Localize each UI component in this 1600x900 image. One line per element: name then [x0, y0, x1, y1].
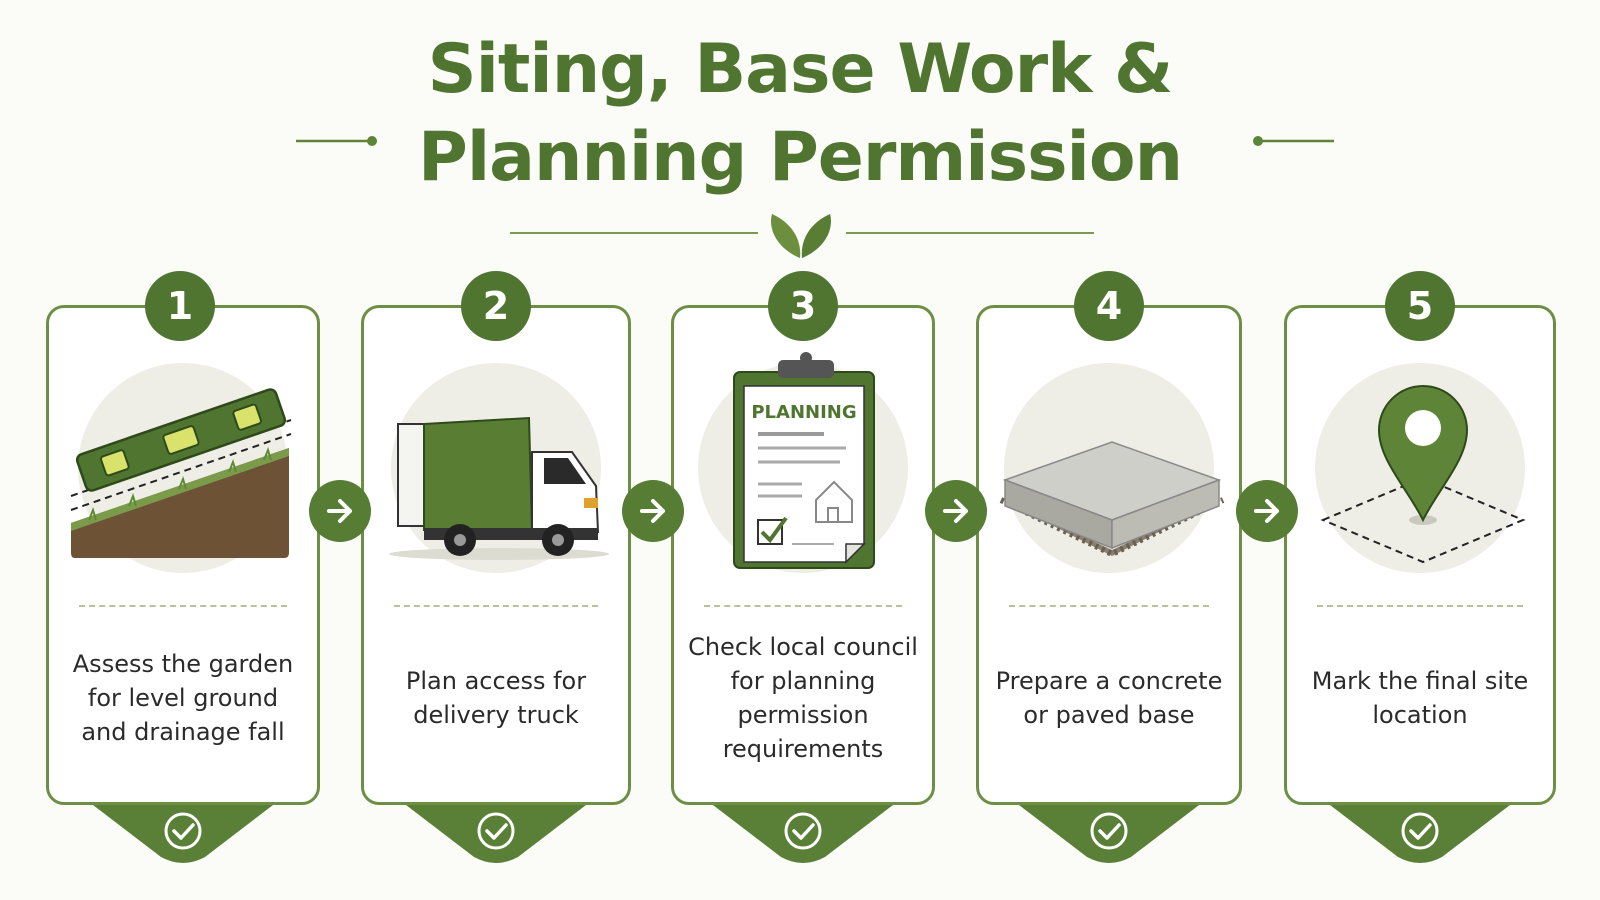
leaf-icon	[771, 214, 831, 258]
divider	[1317, 605, 1523, 607]
page-title-line-1: Siting, Base Work &	[427, 30, 1174, 109]
check-circle-icon	[1019, 805, 1199, 863]
step-card-3: PLANNING Check local council for plannin…	[671, 305, 935, 805]
divider	[704, 605, 902, 607]
check-circle-icon	[713, 805, 893, 863]
step-text: Assess the garden for level ground and d…	[72, 650, 294, 746]
step-number-badge-1: 1	[145, 271, 215, 341]
planning-clipboard-icon: PLANNING	[733, 352, 875, 569]
arrow-right-icon	[622, 480, 684, 542]
step-text: Prepare a concrete or paved base	[995, 667, 1223, 729]
step-number-badge-5: 5	[1385, 271, 1455, 341]
spirit-level-icon	[70, 388, 292, 558]
step-number-badge-2: 2	[461, 271, 531, 341]
check-circle-icon	[1330, 805, 1510, 863]
concrete-base-icon	[999, 441, 1225, 558]
location-pin-icon	[1320, 385, 1526, 564]
step-text: Check local council for planning permiss…	[688, 633, 918, 763]
divider	[1009, 605, 1209, 607]
arrow-right-icon	[309, 480, 371, 542]
step-card-2: Plan access for delivery truck	[361, 305, 631, 805]
step-number-badge-3: 3	[768, 271, 838, 341]
arrow-right-icon	[925, 480, 987, 542]
check-circle-icon	[406, 805, 586, 863]
divider	[394, 605, 598, 607]
step-card-1: Assess the garden for level ground and d…	[46, 305, 320, 805]
arrow-right-icon	[1236, 480, 1298, 542]
clipboard-label: PLANNING	[751, 402, 856, 423]
divider	[79, 605, 287, 607]
step-card-4: Prepare a concrete or paved base	[976, 305, 1242, 805]
page-title-line-2: Planning Permission	[418, 118, 1183, 197]
step-text: Plan access for delivery truck	[405, 667, 587, 729]
step-card-5: Mark the final site location	[1284, 305, 1556, 805]
delivery-truck-icon	[389, 416, 609, 560]
title-decoration	[296, 136, 1334, 258]
step-text: Mark the final site location	[1311, 667, 1529, 729]
check-circle-icon	[93, 805, 273, 863]
step-number-badge-4: 4	[1074, 271, 1144, 341]
